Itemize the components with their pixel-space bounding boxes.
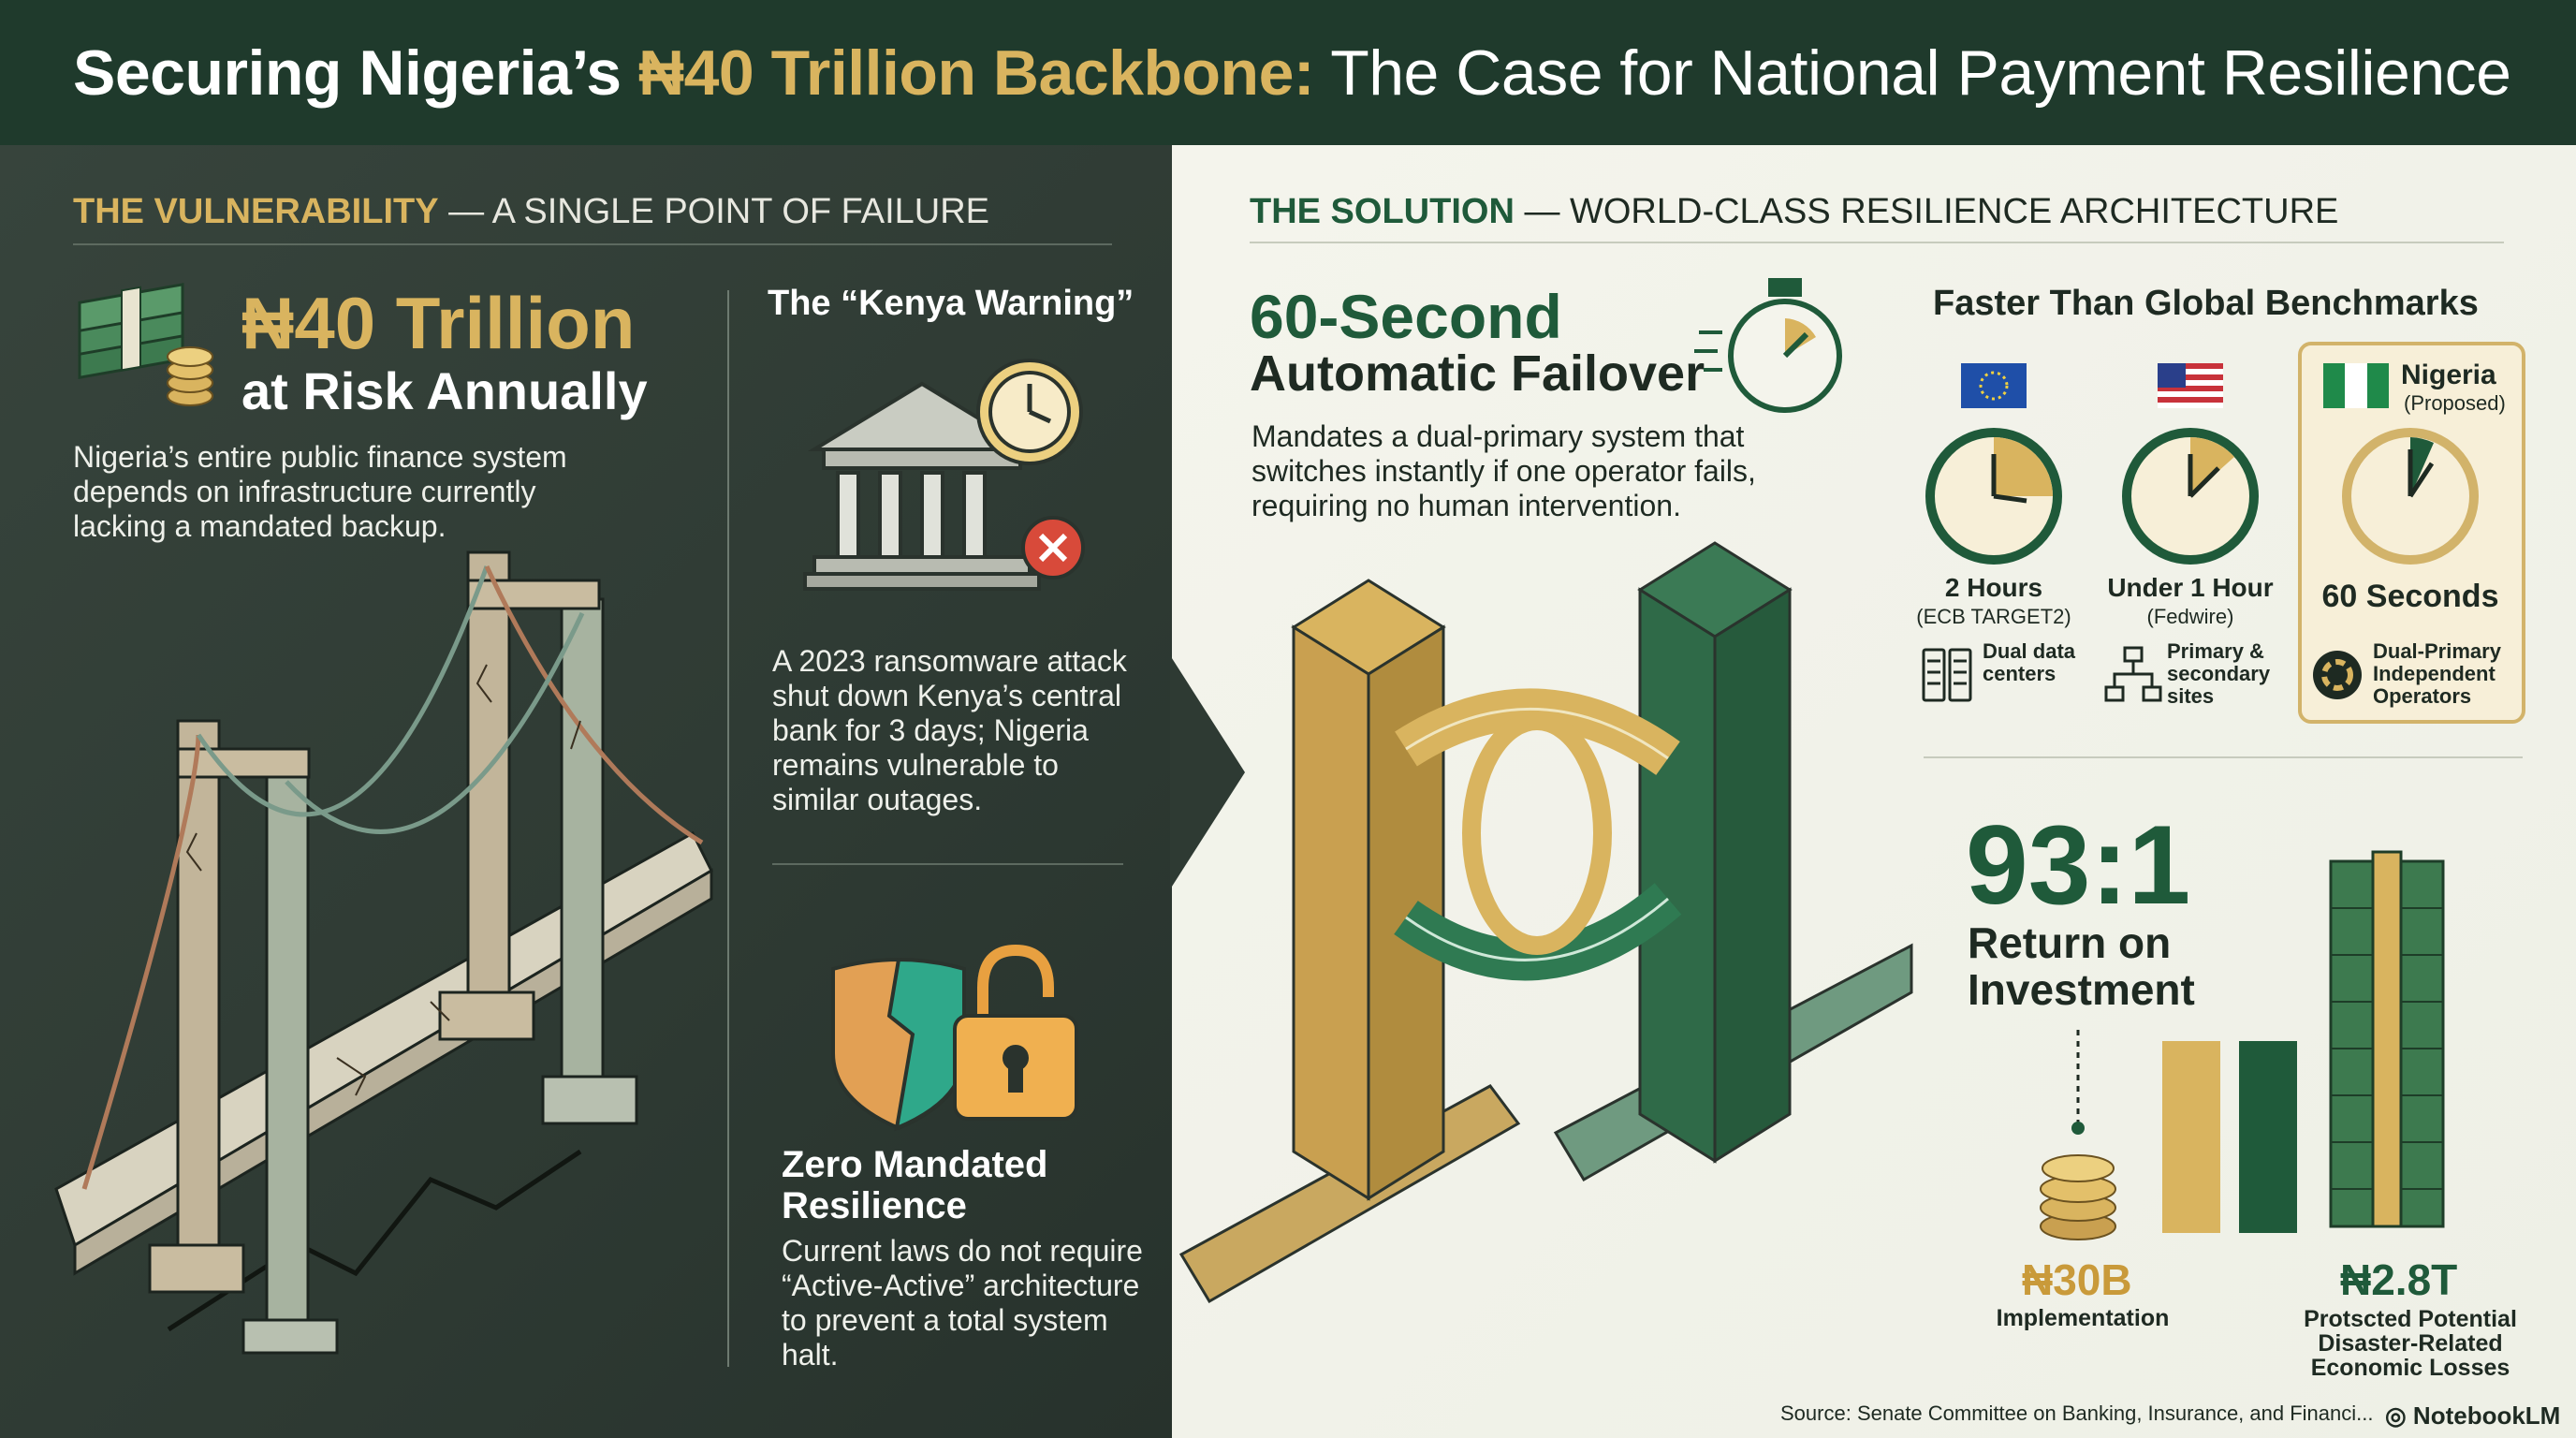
- fedwire-clock-icon: [2122, 428, 2259, 565]
- notebooklm-logo-icon: ◎: [2385, 1401, 2407, 1430]
- nigeria-label: Nigeria: [2401, 360, 2496, 390]
- cost-value: ₦30B: [2022, 1255, 2132, 1304]
- nigeria-feature: Dual-Primary Independent Operators: [2373, 639, 2501, 708]
- nigeria-flag-icon: [2323, 363, 2389, 408]
- broken-shield-lock-icon: [831, 944, 1078, 1132]
- money-stack-icon: [78, 283, 213, 406]
- nigeria-time: 60 Seconds: [2321, 579, 2499, 614]
- ecb-feature: Dual data centers: [1983, 639, 2076, 685]
- stopwatch-icon: [1694, 278, 1842, 413]
- panel-arrow: [1170, 655, 1245, 889]
- kenya-divider: [772, 863, 1123, 865]
- risk-subtitle: at Risk Annually: [242, 361, 648, 420]
- ecb-clock-icon: [1925, 428, 2062, 565]
- data-center-icon: [1922, 648, 1972, 702]
- vulnerability-description: Nigeria’s entire public finance system d…: [73, 440, 567, 543]
- ecb-system: (ECB TARGET2): [1916, 605, 2071, 628]
- vulnerability-column-divider: [727, 290, 729, 1367]
- us-flag-icon: [2158, 363, 2223, 408]
- vulnerability-rule: [73, 243, 1112, 245]
- benefit-label: Protscted Potential Disaster-Related Eco…: [2304, 1306, 2517, 1381]
- nigeria-proposed-note: (Proposed): [2404, 391, 2506, 415]
- benchmarks-divider: [1924, 756, 2523, 758]
- failover-title-line1: 60-Second: [1250, 282, 1562, 351]
- notebooklm-brand[interactable]: ◎ NotebookLM: [2385, 1401, 2561, 1430]
- zero-resilience-title-line1: Zero Mandated: [782, 1144, 1048, 1185]
- roi-comparison-graphic: [2040, 850, 2445, 1240]
- roi-label-line1: Return on: [1968, 918, 2172, 967]
- cost-label: Implementation: [1996, 1305, 2170, 1331]
- benchmarks-title: Faster Than Global Benchmarks: [1933, 284, 2479, 323]
- kenya-warning-title: The “Kenya Warning”: [768, 284, 1134, 323]
- interlocking-towers-illustration: [1178, 541, 1913, 1304]
- site-network-icon: [2104, 646, 2162, 702]
- solution-rule: [1250, 242, 2504, 243]
- zero-resilience-title-line2: Resilience: [782, 1185, 967, 1226]
- risk-amount: ₦40 Trillion: [242, 282, 636, 364]
- cracked-bridge-illustration: [54, 550, 713, 1355]
- fedwire-feature: Primary & secondary sites: [2167, 639, 2271, 708]
- page-title: Securing Nigeria’s ₦40 Trillion Backbone…: [73, 37, 2511, 109]
- benefit-value: ₦2.8T: [2340, 1255, 2458, 1304]
- cost-bar: [2162, 1041, 2220, 1233]
- solution-section-title: THE SOLUTION — WORLD-CLASS RESILIENCE AR…: [1250, 192, 2339, 231]
- ecb-time: 2 Hours: [1944, 573, 2043, 602]
- fedwire-system: (Fedwire): [2146, 605, 2234, 628]
- source-citation: Source: Senate Committee on Banking, Ins…: [1780, 1401, 2374, 1425]
- failover-description: Mandates a dual-primary system that swit…: [1251, 419, 1756, 522]
- nigeria-clock-icon: [2342, 428, 2479, 565]
- kenya-warning-text: A 2023 ransomware attack shut down Kenya…: [772, 644, 1127, 816]
- eu-flag-icon: [1961, 363, 2027, 408]
- benefit-bar: [2239, 1041, 2297, 1233]
- roi-label-line2: Investment: [1968, 965, 2195, 1014]
- failover-title-line2: Automatic Failover: [1250, 345, 1705, 402]
- header-bar: Securing Nigeria’s ₦40 Trillion Backbone…: [0, 0, 2576, 145]
- central-bank-icon: [803, 359, 1085, 591]
- fedwire-time: Under 1 Hour: [2107, 573, 2274, 602]
- dual-operator-icon: [2313, 651, 2362, 699]
- roi-ratio: 93:1: [1966, 802, 2191, 928]
- zero-resilience-text: Current laws do not require “Active-Acti…: [782, 1234, 1143, 1372]
- vulnerability-section-title: THE VULNERABILITY — A SINGLE POINT OF FA…: [73, 192, 990, 231]
